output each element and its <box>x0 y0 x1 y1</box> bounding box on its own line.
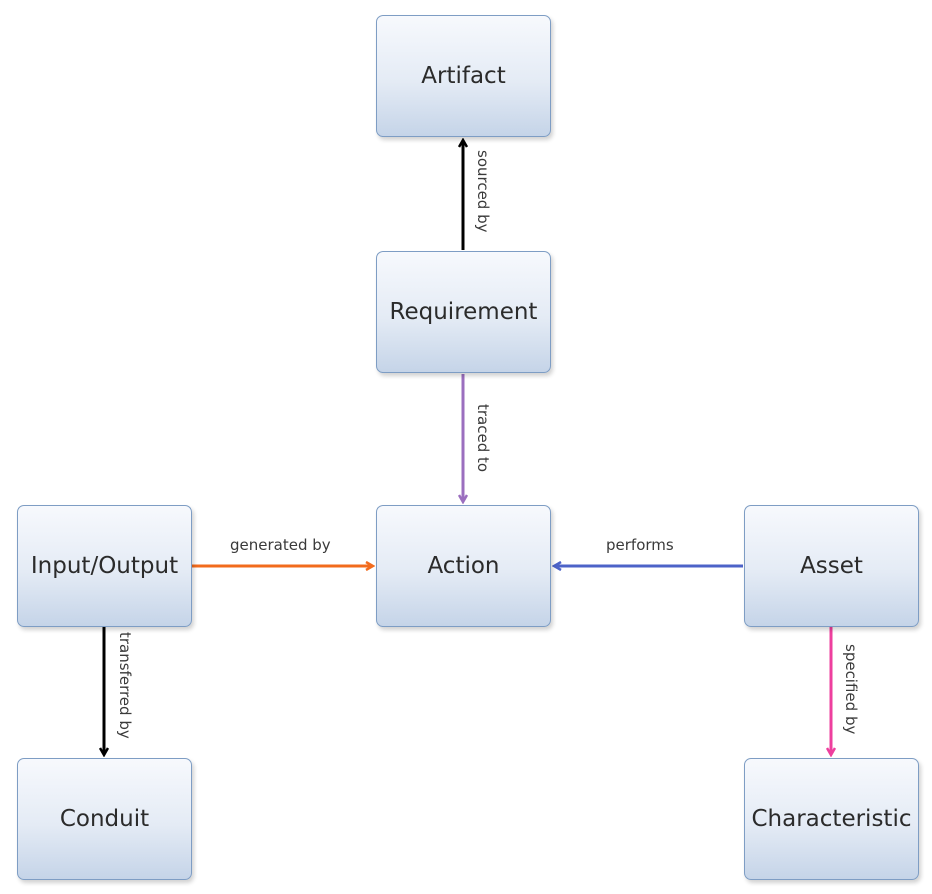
node-artifact-label: Artifact <box>421 63 506 89</box>
node-asset[interactable]: Asset <box>744 505 919 627</box>
node-conduit-label: Conduit <box>59 806 150 832</box>
node-asset-label: Asset <box>800 553 863 579</box>
node-characteristic[interactable]: Characteristic <box>744 758 919 880</box>
node-conduit[interactable]: Conduit <box>17 758 192 880</box>
node-requirement[interactable]: Requirement <box>376 251 551 373</box>
node-requirement-label: Requirement <box>389 299 538 325</box>
edge-label-performs: performs <box>606 536 674 554</box>
edge-label-sourced-by: sourced by <box>474 150 492 233</box>
edge-label-traced-to: traced to <box>474 404 492 472</box>
node-input-output[interactable]: Input/Output <box>17 505 192 627</box>
node-action-label: Action <box>427 553 500 579</box>
node-artifact[interactable]: Artifact <box>376 15 551 137</box>
edge-label-specified-by: specified by <box>842 644 860 734</box>
edge-label-generated-by: generated by <box>230 536 331 554</box>
edge-label-transferred-by: transferred by <box>116 632 134 739</box>
node-input-output-label: Input/Output <box>30 553 179 579</box>
node-action[interactable]: Action <box>376 505 551 627</box>
node-characteristic-label: Characteristic <box>751 806 912 832</box>
